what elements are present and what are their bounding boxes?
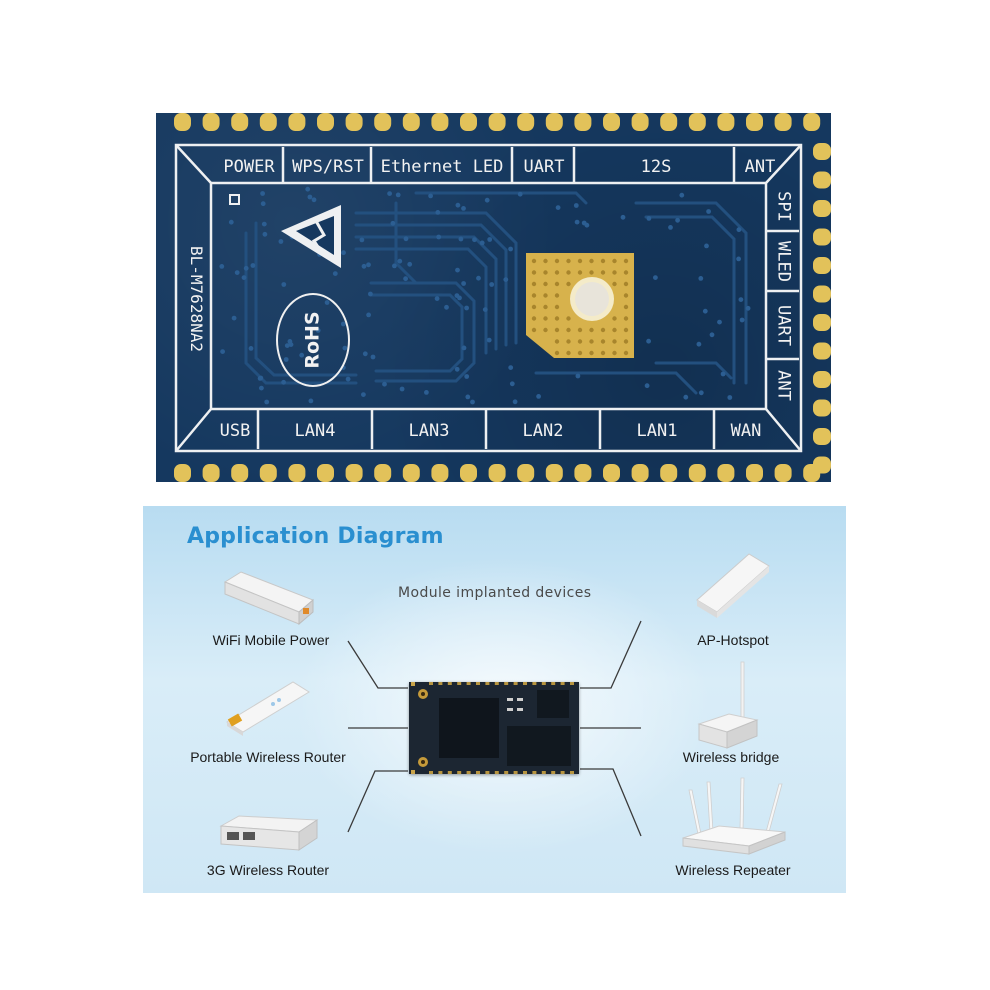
pcb-module-board: POWER WPS/RST Ethernet LED UART 12S ANT …	[156, 113, 831, 482]
pcb-label-uart-right: UART	[773, 305, 794, 346]
wireless-bridge-icon	[695, 658, 761, 755]
pcb-label-ant-right: ANT	[773, 370, 794, 401]
pcb-label-ethernet-led: Ethernet LED	[380, 157, 504, 177]
pcb-label-usb: USB	[219, 421, 251, 441]
rohs-mark: RoHS	[276, 293, 350, 387]
pcb-label-uart-top: UART	[523, 157, 565, 177]
bottom-pads	[174, 464, 821, 482]
diagram-title: Application Diagram	[187, 524, 444, 549]
application-diagram: Application Diagram Module implanted dev…	[143, 506, 846, 893]
module-artwork	[409, 682, 579, 774]
ground-pad	[526, 253, 634, 358]
pin1-marker	[229, 194, 240, 205]
device-label-wireless-bridge: Wireless bridge	[682, 749, 780, 765]
connector-lines	[347, 620, 642, 837]
pcb-label-lan1: LAN1	[636, 421, 678, 441]
pcb-label-lan2: LAN2	[522, 421, 564, 441]
pcb-label-spi: SPI	[773, 191, 794, 222]
pcb-label-lan4: LAN4	[294, 421, 336, 441]
pcb-artwork	[174, 113, 831, 482]
ap-hotspot-icon	[693, 550, 773, 625]
pcb-label-ant-top: ANT	[744, 157, 776, 177]
device-label-3g-wireless-router: 3G Wireless Router	[206, 862, 330, 878]
pcb-label-wan: WAN	[730, 421, 762, 441]
pcb-label-wled: WLED	[773, 241, 794, 282]
3g-router-icon	[217, 812, 321, 861]
portable-router-icon	[223, 678, 313, 741]
device-label-wireless-repeater: Wireless Repeater	[675, 862, 791, 878]
pcb-vias	[219, 186, 751, 405]
right-pads	[813, 143, 831, 474]
rohs-label: RoHS	[302, 311, 324, 369]
wireless-repeater-icon	[679, 776, 789, 865]
pcb-label-power: POWER	[223, 157, 275, 177]
power-bank-icon	[221, 568, 316, 631]
pcb-label-lan3: LAN3	[408, 421, 450, 441]
pcb-label-12s: 12S	[640, 157, 672, 177]
top-pads	[174, 113, 821, 131]
device-label-wifi-mobile-power: WiFi Mobile Power	[212, 632, 330, 648]
pcb-board-surface	[156, 113, 831, 482]
silkscreen-frame	[174, 143, 803, 453]
pcb-model-number: BL-M7628NA2	[187, 246, 206, 352]
pcb-label-wps-rst: WPS/RST	[292, 157, 364, 177]
diagram-subtitle: Module implanted devices	[398, 585, 592, 601]
device-label-portable-wireless-router: Portable Wireless Router	[190, 749, 346, 765]
esd-warning-icon	[281, 205, 341, 268]
device-label-ap-hotspot: AP-Hotspot	[697, 632, 769, 648]
wifi-module-chip	[409, 682, 579, 774]
